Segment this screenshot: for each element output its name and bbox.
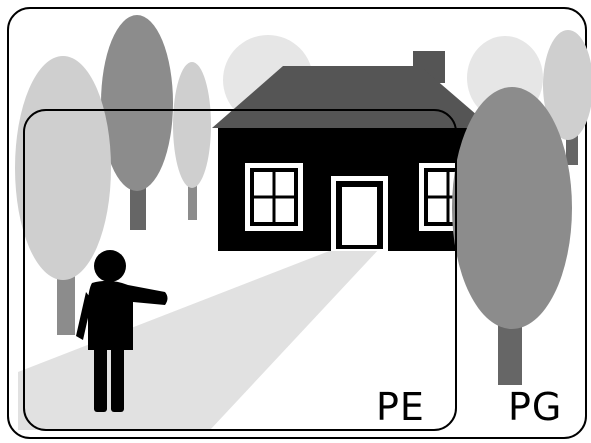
tree-icon (101, 15, 173, 191)
tree-icon (173, 62, 211, 188)
tree-icon (452, 87, 572, 329)
pe-label: PE (376, 385, 425, 429)
tree-icon (15, 56, 111, 280)
pg-label: PG (508, 385, 562, 429)
